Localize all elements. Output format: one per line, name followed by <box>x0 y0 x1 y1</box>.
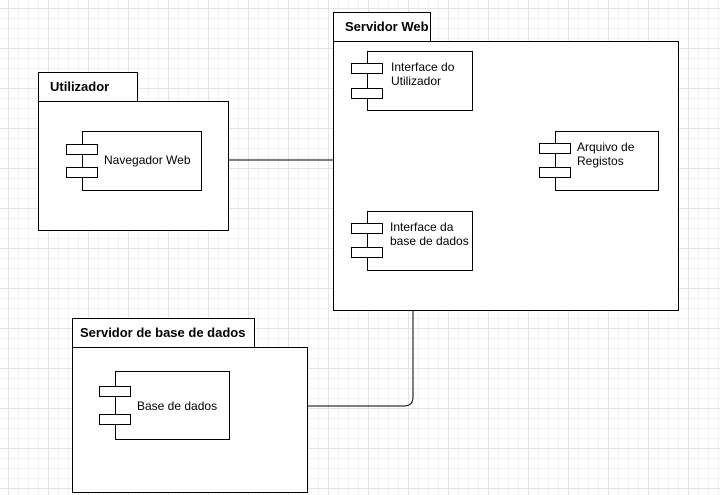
component-label: Navegador Web <box>104 153 191 167</box>
component-interface-base-dados[interactable]: Interface da base de dados <box>351 211 473 271</box>
component-box <box>555 131 659 191</box>
component-port-icon <box>351 88 383 99</box>
component-port-icon <box>351 223 383 234</box>
component-port-icon <box>351 63 383 74</box>
component-label: Interface do Utilizador <box>391 60 455 88</box>
component-box <box>115 371 230 440</box>
component-box <box>367 51 473 111</box>
component-port-icon <box>99 414 131 425</box>
connector-interface-bd-base-dados <box>229 271 414 407</box>
node-utilizador-title: Utilizador <box>38 72 138 102</box>
component-box <box>367 211 473 271</box>
node-servidor-web-title: Servidor Web <box>333 12 431 42</box>
component-port-icon <box>539 167 571 178</box>
component-base-dados[interactable]: Base de dados <box>99 371 230 440</box>
component-interface-utilizador[interactable]: Interface do Utilizador <box>351 51 473 111</box>
component-port-icon <box>66 144 98 155</box>
component-label: Arquivo de Registos <box>577 140 635 168</box>
component-arquivo-registos[interactable]: Arquivo de Registos <box>539 131 659 191</box>
component-label: Base de dados <box>137 399 218 413</box>
component-port-icon <box>351 247 383 258</box>
component-box <box>82 131 202 191</box>
component-navegador-web[interactable]: Navegador Web <box>66 131 202 191</box>
component-port-icon <box>539 143 571 154</box>
component-port-icon <box>66 167 98 178</box>
component-port-icon <box>99 386 131 397</box>
node-servidor-bd-title: Servidor de base de dados <box>72 318 255 348</box>
component-label: Interface da base de dados <box>390 220 469 248</box>
